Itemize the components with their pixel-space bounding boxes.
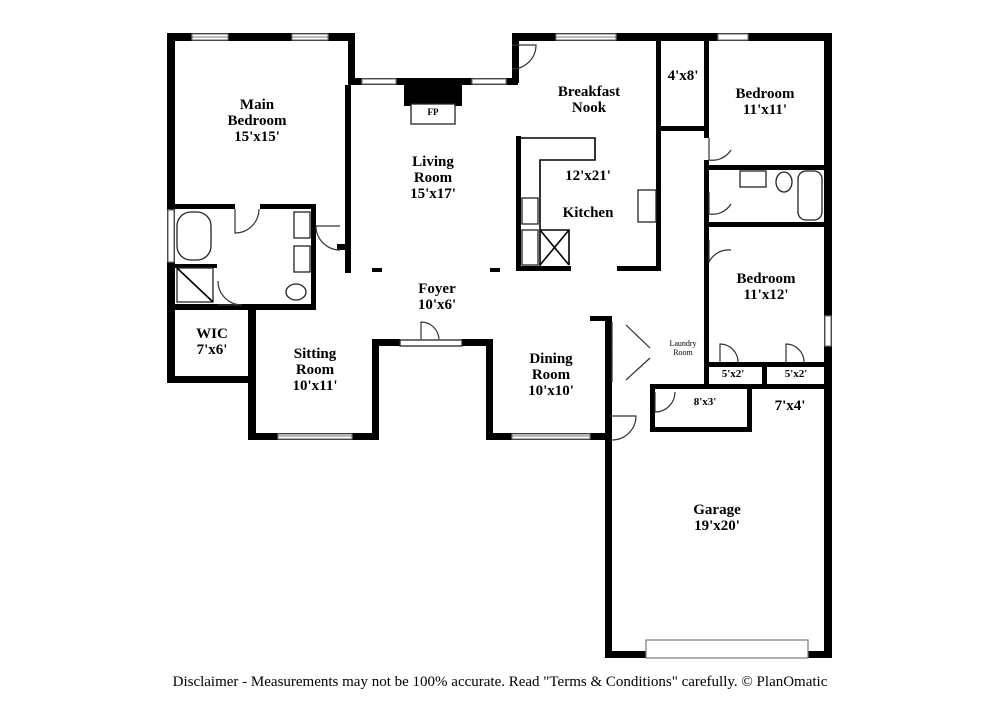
dining-room-size: 10'x10' [528, 383, 574, 400]
laundry-room-label: Laundry Room [669, 339, 697, 357]
bedroom-upper-name: Bedroom [735, 86, 795, 102]
wic-size: 7'x6' [196, 342, 228, 359]
foyer-name: Foyer [418, 281, 456, 297]
closet-8x3-size: 8'x3' [693, 396, 717, 408]
bedroom-upper-size: 11'x11' [742, 102, 788, 119]
main-bedroom-size: 15'x15' [234, 129, 280, 146]
bath-fixtures [176, 170, 823, 303]
sitting-room-label: Sitting Room 10'x11' [292, 346, 337, 395]
kitchen-name: Kitchen [562, 205, 614, 221]
kitchen-fixtures [521, 137, 657, 266]
closet-5x2-a-size: 5'x2' [721, 368, 745, 380]
foyer-label: Foyer 10'x6' [418, 281, 456, 313]
living-room-name: Living Room [412, 154, 454, 187]
breakfast-nook-name: Breakfast Nook [557, 84, 621, 117]
closet-5x2-b-size: 5'x2' [784, 368, 808, 380]
garage-name: Garage [693, 502, 741, 518]
closet-7x4-size: 7'x4' [774, 398, 806, 414]
fireplace-hearth [410, 103, 456, 125]
garage-label: Garage 19'x20' [693, 502, 740, 534]
main-bedroom-name: Main Bedroom [227, 97, 287, 130]
foyer-size: 10'x6' [417, 297, 457, 314]
kitchen-size: 12'x21' [565, 168, 611, 184]
main-bedroom-label: Main Bedroom 15'x15' [228, 97, 287, 146]
breakfast-nook-label: Breakfast Nook [558, 84, 620, 116]
dining-room-name: Dining Room [529, 351, 573, 384]
fireplace-label: FP [427, 107, 439, 117]
bedroom-lower-label: Bedroom 11'x12' [737, 271, 796, 303]
sitting-room-name: Sitting Room [293, 346, 337, 379]
living-room-label: Living Room 15'x17' [410, 154, 456, 203]
closet-4x8-size: 4'x8' [667, 68, 699, 84]
wic-name: WIC [196, 326, 228, 342]
windows [167, 33, 832, 659]
wic-label: WIC 7'x6' [196, 326, 228, 358]
sitting-room-size: 10'x11' [292, 378, 338, 395]
bedroom-lower-name: Bedroom [736, 271, 796, 287]
bedroom-upper-label: Bedroom 11'x11' [736, 86, 795, 118]
disclaimer-text: Disclaimer - Measurements may not be 100… [172, 674, 828, 690]
bedroom-lower-size: 11'x12' [743, 287, 789, 304]
doors [217, 44, 805, 441]
laundry-room-name: Laundry Room [669, 339, 697, 357]
dining-room-label: Dining Room 10'x10' [528, 351, 574, 400]
garage-size: 19'x20' [694, 518, 740, 535]
living-room-size: 15'x17' [410, 186, 456, 203]
